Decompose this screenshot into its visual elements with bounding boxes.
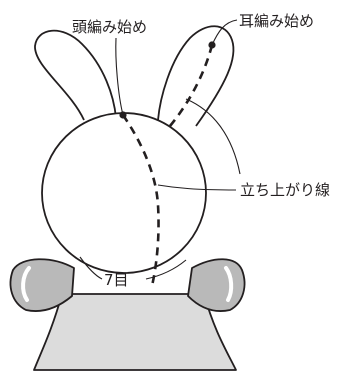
head (41, 112, 207, 274)
leader-head-start (115, 37, 124, 116)
ear-standing-line-dashed (168, 44, 214, 127)
body-dress (33, 293, 237, 371)
label-ear-start: 耳編み始め (239, 12, 314, 30)
left-ear (34, 29, 117, 121)
right-ear (157, 25, 235, 127)
label-head-start: 頭編み始め (72, 18, 147, 36)
right-sleeve (187, 258, 246, 312)
label-standing-line: 立ち上がり線 (240, 181, 330, 199)
head-standing-line-dashed (121, 114, 160, 287)
leader-standing-line (157, 184, 237, 191)
leader-ear-start (211, 19, 238, 46)
left-sleeve-highlight (21, 266, 31, 302)
left-sleeve (9, 258, 75, 312)
leader-row-7-right (145, 259, 187, 280)
right-sleeve-highlight (224, 266, 234, 302)
label-row-7: 7目 (104, 271, 129, 289)
leader-row-7-left (79, 256, 103, 280)
leader-standing-line-ear (185, 98, 241, 175)
